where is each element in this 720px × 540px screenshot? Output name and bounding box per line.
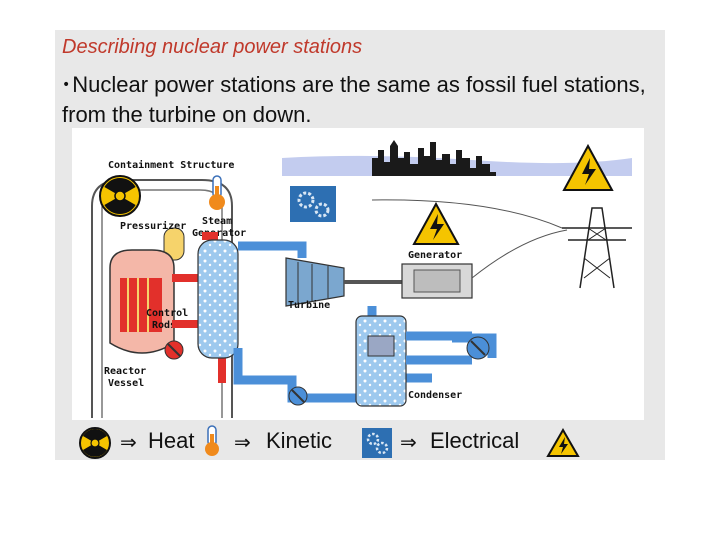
radiation-icon: [99, 175, 141, 217]
generator: [401, 263, 473, 299]
label-reactor-1: Reactor: [104, 366, 146, 377]
legend-kinetic: Kinetic: [266, 428, 333, 453]
slide-title: Describing nuclear power stations: [62, 36, 363, 58]
legend-warning-icon: [546, 428, 580, 457]
city-skyline: [282, 140, 632, 176]
label-generator: Generator: [408, 250, 462, 261]
legend-arrow-2: ⇒: [234, 430, 251, 454]
label-steam-1: Steam: [202, 216, 232, 227]
label-containment: Containment Structure: [108, 159, 234, 171]
label-turbine: Turbine: [288, 299, 330, 311]
bullet-mark: •: [62, 77, 71, 93]
legend-thermometer-icon: [205, 425, 219, 456]
warning-icon-generator: [412, 201, 460, 245]
energy-legend: ⇒ Heat ⇒ Kinetic ⇒ Electrical: [72, 424, 644, 460]
reactor-vessel: [109, 249, 175, 354]
turbine: [285, 257, 345, 307]
label-condenser: Condenser: [408, 390, 462, 401]
nuclear-plant-diagram: Containment Structure Pressurizer Steam …: [72, 128, 644, 420]
label-control-1: Control: [146, 308, 188, 319]
legend-arrow-1: ⇒: [120, 430, 137, 454]
label-control-2: Rods: [152, 320, 176, 331]
legend-gears-icon: [362, 428, 392, 458]
transmission-tower: [371, 199, 632, 289]
legend-heat: Heat: [148, 428, 195, 453]
bullet-text: •Nuclear power stations are the same as …: [62, 70, 652, 130]
thermometer-icon: [209, 175, 225, 210]
steam-generator: [197, 239, 239, 359]
bullet-content: Nuclear power stations are the same as f…: [62, 72, 646, 127]
label-steam-2: Generator: [192, 228, 246, 239]
label-reactor-2: Vessel: [108, 378, 144, 389]
condenser: [355, 315, 407, 407]
gears-icon: [290, 186, 336, 222]
legend-radiation-icon: [79, 427, 111, 459]
legend-electrical: Electrical: [430, 428, 520, 453]
legend-arrow-3: ⇒: [400, 430, 417, 454]
warning-icon-powerline: [562, 143, 614, 191]
label-pressurizer: Pressurizer: [120, 220, 186, 232]
